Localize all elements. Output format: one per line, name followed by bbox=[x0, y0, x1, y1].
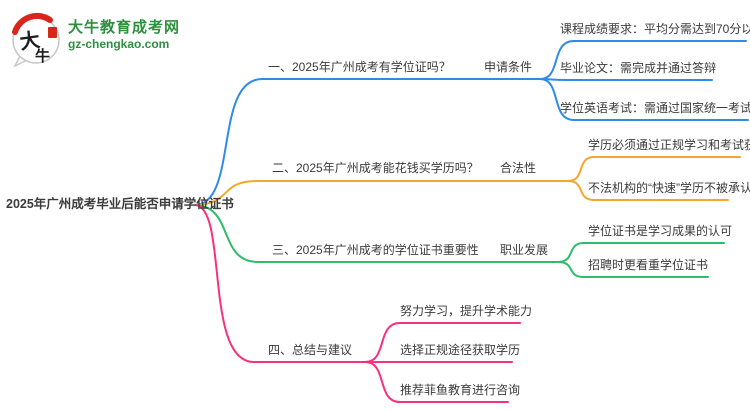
logo-site-name: 大牛教育成考网 bbox=[68, 19, 181, 36]
branch3-title: 三、2025年广州成考的学位证书重要性 bbox=[272, 243, 479, 257]
logo-text-block: 大牛教育成考网 gz-chengkao.com bbox=[68, 10, 180, 52]
branch2-leaf-illegal-fast: 不法机构的“快速”学历不被承认 bbox=[588, 181, 750, 195]
branch4-leaf-consult: 推荐菲鱼教育进行咨询 bbox=[400, 383, 521, 397]
branch1-sublabel: 申请条件 bbox=[484, 60, 533, 74]
branch2-sublabel: 合法性 bbox=[500, 161, 537, 175]
branch1-leaf-course-score: 课程成绩要求：平均分需达到70分以上 bbox=[560, 22, 750, 36]
branch4-title: 四、总结与建议 bbox=[268, 343, 353, 357]
branch1-title: 一、2025年广州成考有学位证吗？ bbox=[268, 60, 451, 74]
branch4-leaf-study-hard: 努力学习，提升学术能力 bbox=[400, 304, 533, 318]
branch2-leaf-formal-study: 学历必须通过正规学习和考试获得 bbox=[588, 138, 750, 152]
branch3-leaf-recognition: 学位证书是学习成果的认可 bbox=[588, 224, 733, 238]
branch1-leaf-thesis: 毕业论文：需完成并通过答辩 bbox=[560, 61, 717, 75]
site-logo[interactable]: 大 牛 大牛教育成考网 gz-chengkao.com bbox=[8, 10, 180, 68]
branch2-main-connector bbox=[195, 180, 569, 206]
branch1-leaf2-connector bbox=[539, 78, 713, 81]
daniu-bull-icon: 大 牛 bbox=[12, 12, 60, 68]
logo-char-niu: 牛 bbox=[35, 47, 50, 65]
branch4-main-connector bbox=[195, 204, 366, 363]
branch3-leaf-recruitment: 招聘时更看重学位证书 bbox=[588, 258, 709, 272]
branch3-sublabel: 职业发展 bbox=[500, 243, 549, 257]
logo-site-url: gz-chengkao.com bbox=[68, 37, 170, 51]
root-topic: 2025年广州成考毕业后能否申请学位证书 bbox=[6, 197, 234, 211]
branch2-leaf1-connector bbox=[567, 156, 741, 182]
branch4-leaf-formal-channel: 选择正规途径获取学历 bbox=[400, 343, 521, 357]
branch1-leaf-english-exam: 学位英语考试：需通过国家统一考试 bbox=[560, 101, 750, 115]
logo-char-da: 大 bbox=[18, 28, 41, 54]
branch1-main-connector bbox=[195, 78, 541, 206]
branch2-title: 二、2025年广州成考能花钱买学历吗？ bbox=[272, 161, 479, 175]
